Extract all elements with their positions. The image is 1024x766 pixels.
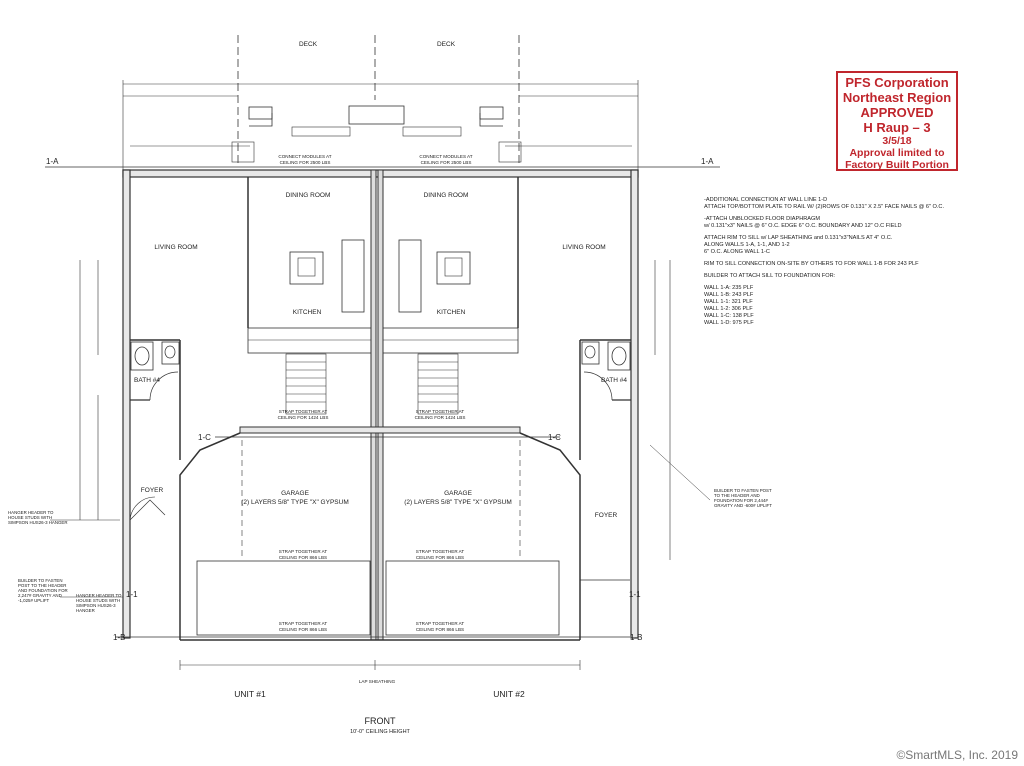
note-5: BUILDER TO ATTACH SILL TO FOUNDATION FOR… [704, 273, 836, 279]
wall-load-11: WALL 1-1: 321 PLF [704, 299, 753, 305]
strap-note-2: STRAP TOGETHER AT [416, 409, 465, 414]
connect-left-note-2: CEILING FOR 2500 LBS [280, 160, 331, 165]
builder-note-right: BUILDER TO FASTEN POST TO THE HEADER AND… [714, 488, 772, 508]
note-1b: ATTACH TOP/BOTTOM PLATE TO RAIL W/ (2)RO… [704, 204, 944, 210]
dining-room-right-label: DINING ROOM [424, 192, 469, 199]
living-room-right-label: LIVING ROOM [562, 244, 605, 251]
strap-note-3b: CEILING FOR 866 LBS [279, 555, 327, 560]
ceiling-height-label: 10'-0" CEILING HEIGHT [350, 729, 410, 735]
strap-note-5b: CEILING FOR 866 LBS [279, 627, 327, 632]
unit-2-label: UNIT #2 [493, 689, 525, 699]
garage-left-sub: (2) LAYERS 5/8" TYPE "X" GYPSUM [241, 499, 348, 506]
stamp-org: PFS Corporation [845, 75, 949, 90]
note-3a: ATTACH RIM TO SILL w/ LAP SHEATHING and … [704, 235, 893, 241]
stamp-note-1: Approval limited to [849, 147, 945, 159]
wall-line-11-right: 1-1 [629, 590, 641, 599]
kitchen-right-label: KITCHEN [437, 309, 466, 316]
living-room-left-label: LIVING ROOM [154, 244, 197, 251]
builder-note-left: BUILDER TO FASTEN POST TO THE HEADER AND… [18, 578, 68, 603]
approval-stamp: PFS Corporation Northeast Region APPROVE… [836, 71, 958, 171]
wall-line-1a-left: 1-A [46, 157, 59, 166]
stamp-status: APPROVED [860, 105, 934, 120]
strap-note-5: STRAP TOGETHER AT [279, 621, 328, 626]
wall-load-1d: WALL 1-D: 975 PLF [704, 320, 754, 326]
copyright-watermark: ©SmartMLS, Inc. 2019 [896, 748, 1018, 762]
note-2b: w/ 0.131"x3" NAILS @ 6" O.C. EDGE 6" O.C… [704, 223, 902, 229]
stamp-note-2: Factory Built Portion [845, 159, 949, 171]
wall-load-1a: WALL 1-A: 235 PLF [704, 285, 754, 291]
stamp-date: 3/5/18 [882, 135, 912, 147]
unit-1-label: UNIT #1 [234, 689, 266, 699]
wall-load-1c: WALL 1-C: 138 PLF [704, 313, 754, 319]
strap-note-1b: CEILING FOR 1424 LBS [278, 415, 329, 420]
strap-note-4: STRAP TOGETHER AT [416, 549, 465, 554]
connect-right-note-2: CEILING FOR 2500 LBS [421, 160, 472, 165]
connect-left-note: CONNECT MODULES AT [278, 154, 331, 159]
strap-note-6b: CEILING FOR 866 LBS [416, 627, 464, 632]
note-1a: -ADDITIONAL CONNECTION AT WALL LINE 1-D [704, 197, 828, 203]
wall-loads-list: WALL 1-A: 235 PLF WALL 1-B: 243 PLF WALL… [704, 285, 1004, 327]
garage-right-sub: (2) LAYERS 5/8" TYPE "X" GYPSUM [404, 499, 511, 506]
wall-line-1b-right: 1-B [630, 633, 642, 642]
deck-right-label: DECK [437, 41, 456, 48]
garage-right-label: GARAGE [444, 490, 472, 497]
front-label: FRONT [365, 716, 396, 726]
hanger-note-left: HANGER HEADER TO HOUSE STUDS WITH SIMPSO… [8, 510, 68, 525]
note-3b: ALONG WALLS 1-A, 1-1, AND 1-2 [704, 242, 790, 248]
wall-line-11-left: 1-1 [126, 590, 138, 599]
bath-left-label: BATH #4 [134, 377, 160, 384]
strap-note-2b: CEILING FOR 1424 LBS [415, 415, 466, 420]
wall-line-1a-right: 1-A [701, 157, 714, 166]
dining-room-left-label: DINING ROOM [286, 192, 331, 199]
wall-line-1c-left: 1-C [198, 433, 211, 442]
foyer-right-label: FOYER [595, 512, 618, 519]
deck-left-label: DECK [299, 41, 318, 48]
hanger-note-left-2: HANGER HEADER TO HOUSE STUDS WITH SIMPSO… [76, 593, 122, 613]
note-4: RIM TO SILL CONNECTION ON-SITE BY OTHERS… [704, 261, 919, 267]
bath-right-label: BATH #4 [601, 377, 627, 384]
wall-line-1c-right: 1-C [548, 433, 561, 442]
wall-load-1b: WALL 1-B: 243 PLF [704, 292, 754, 298]
wall-load-12: WALL 1-2: 306 PLF [704, 306, 753, 312]
connect-right-note: CONNECT MODULES AT [419, 154, 472, 159]
strap-note-4b: CEILING FOR 866 LBS [416, 555, 464, 560]
stamp-region: Northeast Region [842, 90, 952, 105]
note-3c: 6" O.C. ALONG WALL 1-C [704, 249, 770, 255]
wall-line-1b-left: 1-B [113, 633, 125, 642]
lap-sheathing-note: LAP SHEATHING [359, 679, 396, 684]
strap-note-3: STRAP TOGETHER AT [279, 549, 328, 554]
foyer-left-label: FOYER [141, 487, 164, 494]
note-2a: -ATTACH UNBLOCKED FLOOR DIAPHRAGM [704, 216, 821, 222]
strap-note-6: STRAP TOGETHER AT [416, 621, 465, 626]
garage-left-label: GARAGE [281, 490, 309, 497]
strap-note-1: STRAP TOGETHER AT [279, 409, 328, 414]
stamp-inspector: H Raup – 3 [863, 120, 931, 135]
kitchen-left-label: KITCHEN [293, 309, 322, 316]
